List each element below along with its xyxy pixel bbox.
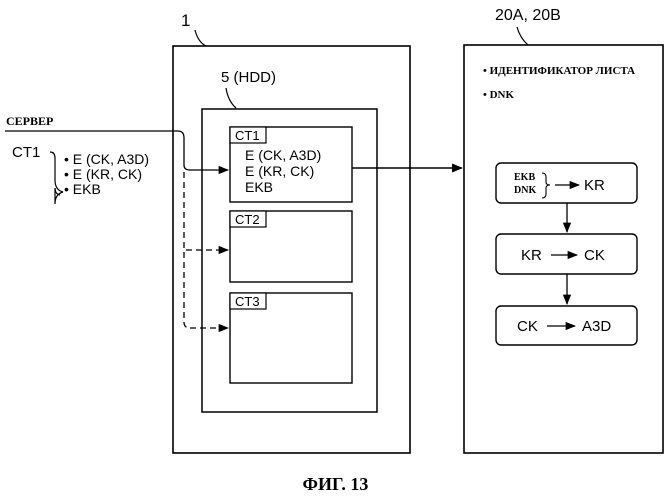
content-source-item: • E (CK, A3D) — [64, 151, 149, 167]
figure-caption: ФИГ. 13 — [0, 474, 671, 495]
step-input: EKB — [514, 172, 535, 183]
device-ref-label: 1 — [181, 11, 190, 30]
step-input: CK — [517, 318, 538, 335]
terminal-box — [464, 45, 663, 453]
hdd-content-title: CT3 — [235, 294, 260, 309]
step-brace — [542, 173, 550, 198]
derive-ck-step: KR CK — [496, 234, 637, 274]
hdd-content-ct3: CT3 — [230, 293, 352, 383]
content-source-item: • E (KR, CK) — [64, 166, 142, 182]
step-input: KR — [521, 247, 542, 264]
device-ref-leader — [195, 30, 206, 46]
terminal-bullet: • ИДЕНТИФИКАТОР ЛИСТА — [483, 65, 635, 77]
terminal-ref-label: 20A, 20B — [495, 7, 561, 24]
hdd-content-title: CT2 — [235, 212, 260, 227]
hdd-ref-leader — [226, 88, 236, 108]
step-output: A3D — [582, 318, 611, 335]
content-source-brace — [50, 152, 63, 204]
derive-kr-step: EKB DNK KR — [496, 163, 637, 203]
hdd-content-line: E (KR, CK) — [245, 163, 314, 179]
derive-a3d-step: CK A3D — [496, 306, 637, 345]
hdd-content-title: CT1 — [235, 128, 260, 143]
hdd-content-ct2: CT2 — [230, 211, 352, 282]
step-output: CK — [584, 247, 605, 264]
step-output: KR — [584, 177, 605, 194]
terminal-ref-leader — [517, 27, 528, 45]
server-label: СЕРВЕР — [6, 114, 53, 128]
terminal-bullet: • DNK — [483, 89, 514, 101]
step-input: DNK — [514, 185, 536, 196]
hdd-content-line: E (CK, A3D) — [245, 147, 321, 163]
content-source-item: • EKB — [64, 181, 101, 197]
hdd-label: 5 (HDD) — [221, 69, 276, 86]
content-source-label: CT1 — [12, 144, 40, 161]
hdd-content-line: EKB — [245, 179, 273, 195]
hdd-content-ct1: CT1 E (CK, A3D) E (KR, CK) EKB — [230, 127, 352, 202]
